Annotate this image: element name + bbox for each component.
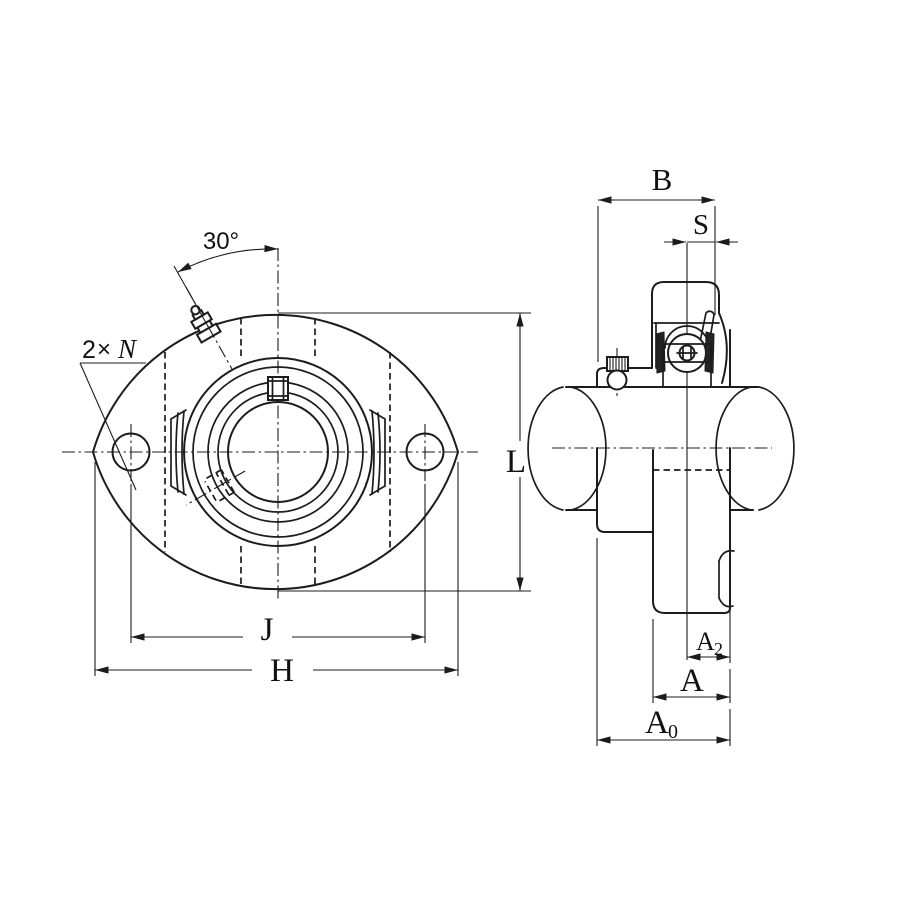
dimension-S: S: [664, 209, 738, 246]
dimension-J: J: [130, 484, 426, 648]
dimension-H: H: [94, 462, 459, 689]
label-H: H: [270, 653, 294, 689]
bolt-note-size: N: [117, 334, 138, 364]
seal-right: [704, 331, 715, 374]
grease-fitting: [185, 286, 233, 370]
front-centerlines: [62, 248, 478, 601]
label-A0-sub: 0: [668, 721, 678, 743]
bolt-note-qty: 2: [82, 336, 96, 364]
side-centerlines: [552, 243, 772, 660]
inner-ring: [662, 343, 712, 388]
housing-circles: [183, 357, 373, 547]
side-lug-left: [170, 409, 187, 496]
flange-outline: [92, 313, 459, 591]
front-view: 30° 2 × N L J: [62, 228, 531, 689]
bolt-note-times: ×: [97, 336, 111, 363]
collar: [596, 356, 653, 391]
housing-cap: [651, 281, 720, 369]
bolt-note-2xN: 2 × N: [79, 334, 146, 491]
label-L: L: [506, 444, 526, 480]
label-A0: A: [645, 705, 669, 741]
set-screw-hidden: [185, 469, 246, 506]
shaft: [527, 386, 795, 511]
dimension-A0: A 0: [596, 538, 731, 746]
bolt-hole-side: [718, 549, 735, 608]
lube-slot: [699, 310, 715, 345]
label-A2-sub: 2: [714, 639, 723, 659]
set-screw-top: [267, 376, 289, 401]
bolt-hole-right: [405, 432, 445, 472]
label-S: S: [693, 209, 709, 241]
angle-dimension-30: 30°: [173, 228, 279, 338]
side-view: B S A 2 A A 0: [527, 162, 795, 746]
bolt-hole-left: [111, 432, 151, 472]
front-hidden-lines: [164, 318, 391, 588]
dimension-A2: A 2: [687, 513, 731, 663]
label-A2: A: [696, 627, 715, 656]
side-lug-right: [369, 409, 386, 496]
flange-body: [596, 447, 735, 614]
dimension-B: B: [597, 162, 716, 362]
label-A: A: [680, 663, 704, 699]
label-J: J: [261, 612, 274, 648]
flange-edge-arc: [718, 312, 728, 384]
angle-label: 30°: [203, 228, 239, 255]
bearing-section: [596, 281, 731, 391]
dimension-L: L: [278, 312, 531, 592]
dimension-A: A: [652, 619, 731, 703]
label-B: B: [652, 162, 673, 197]
